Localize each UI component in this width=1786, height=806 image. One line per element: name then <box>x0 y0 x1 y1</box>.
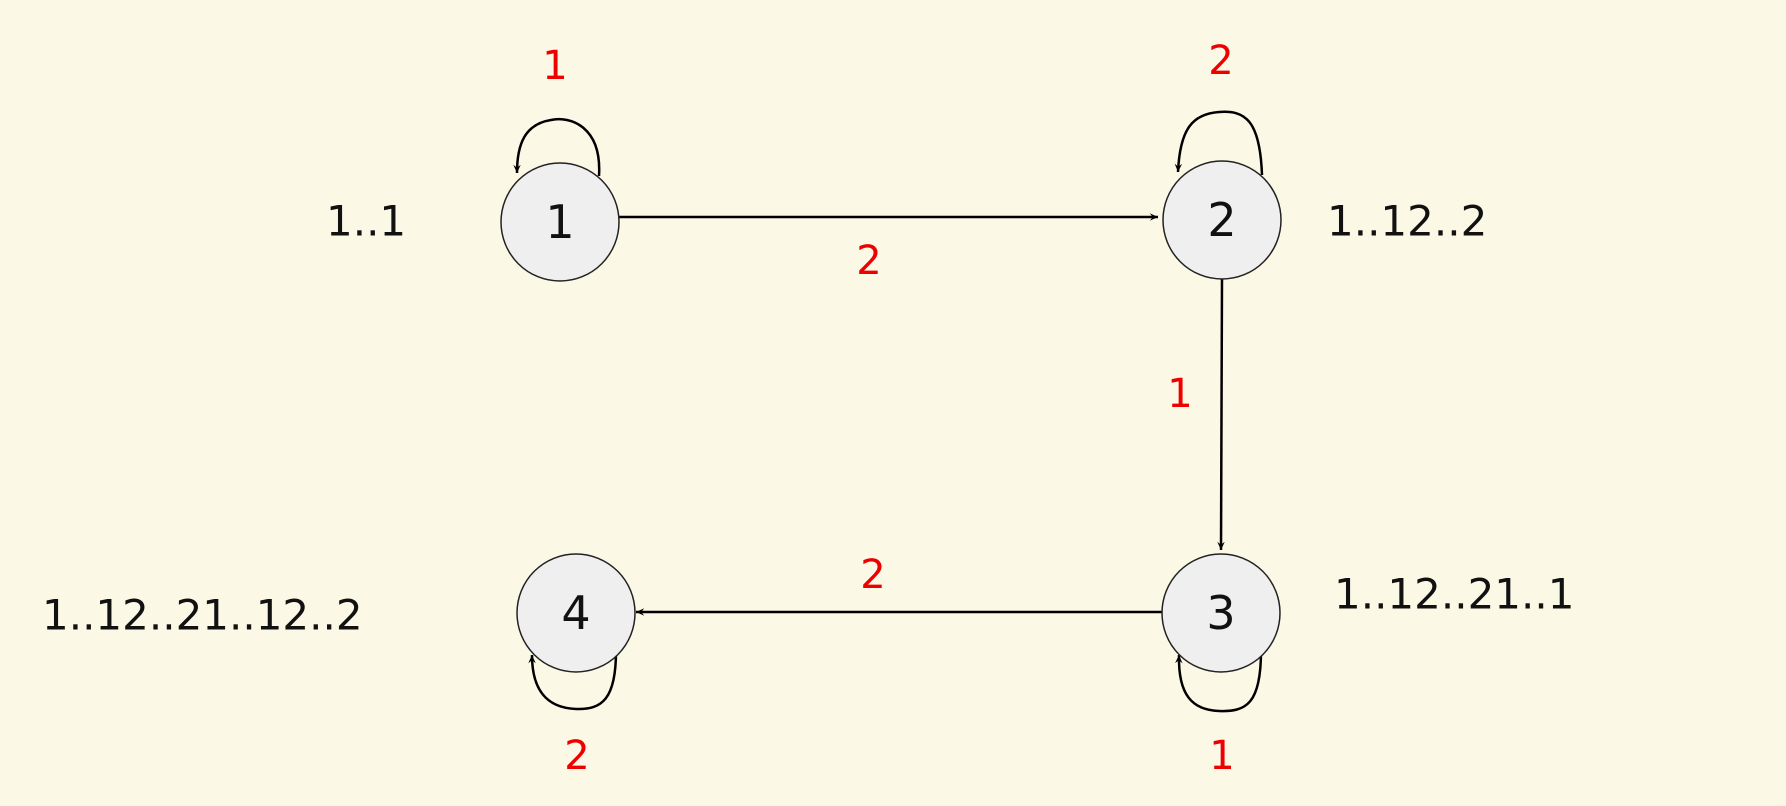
state-circle <box>516 553 636 673</box>
sequence-label-3: 1..12..21..1 <box>1334 570 1574 619</box>
edge-1-to-2-label: 2 <box>856 238 881 284</box>
state-node-2[interactable]: 2 <box>1162 160 1282 280</box>
state-node-4[interactable]: 4 <box>516 553 636 673</box>
self-loop-3 <box>1175 650 1263 713</box>
sequence-label-1: 1..1 <box>326 197 406 246</box>
state-label: 2 <box>1207 193 1236 247</box>
edge-3-to-4-label: 2 <box>860 552 885 598</box>
self-loop-2-label: 2 <box>1208 38 1233 84</box>
state-label: 3 <box>1206 586 1235 640</box>
self-loop-2 <box>1174 110 1264 176</box>
state-label: 4 <box>561 586 590 640</box>
state-label: 1 <box>545 195 574 249</box>
self-loop-3-label: 1 <box>1209 733 1234 779</box>
self-loop-1 <box>513 118 601 177</box>
self-loop-4-label: 2 <box>564 733 589 779</box>
edge-2-to-3-label: 1 <box>1167 371 1192 417</box>
self-loop-1-label: 1 <box>542 43 567 89</box>
state-circle <box>500 162 620 282</box>
state-node-1[interactable]: 1 <box>500 162 620 282</box>
self-loop-4 <box>528 650 618 711</box>
state-circle <box>1161 553 1281 673</box>
sequence-label-2: 1..12..2 <box>1327 197 1487 246</box>
state-node-3[interactable]: 3 <box>1161 553 1281 673</box>
sequence-label-4: 1..12..21..12..2 <box>42 591 363 640</box>
edge-2-to-3 <box>1217 277 1225 551</box>
state-circle <box>1162 160 1282 280</box>
